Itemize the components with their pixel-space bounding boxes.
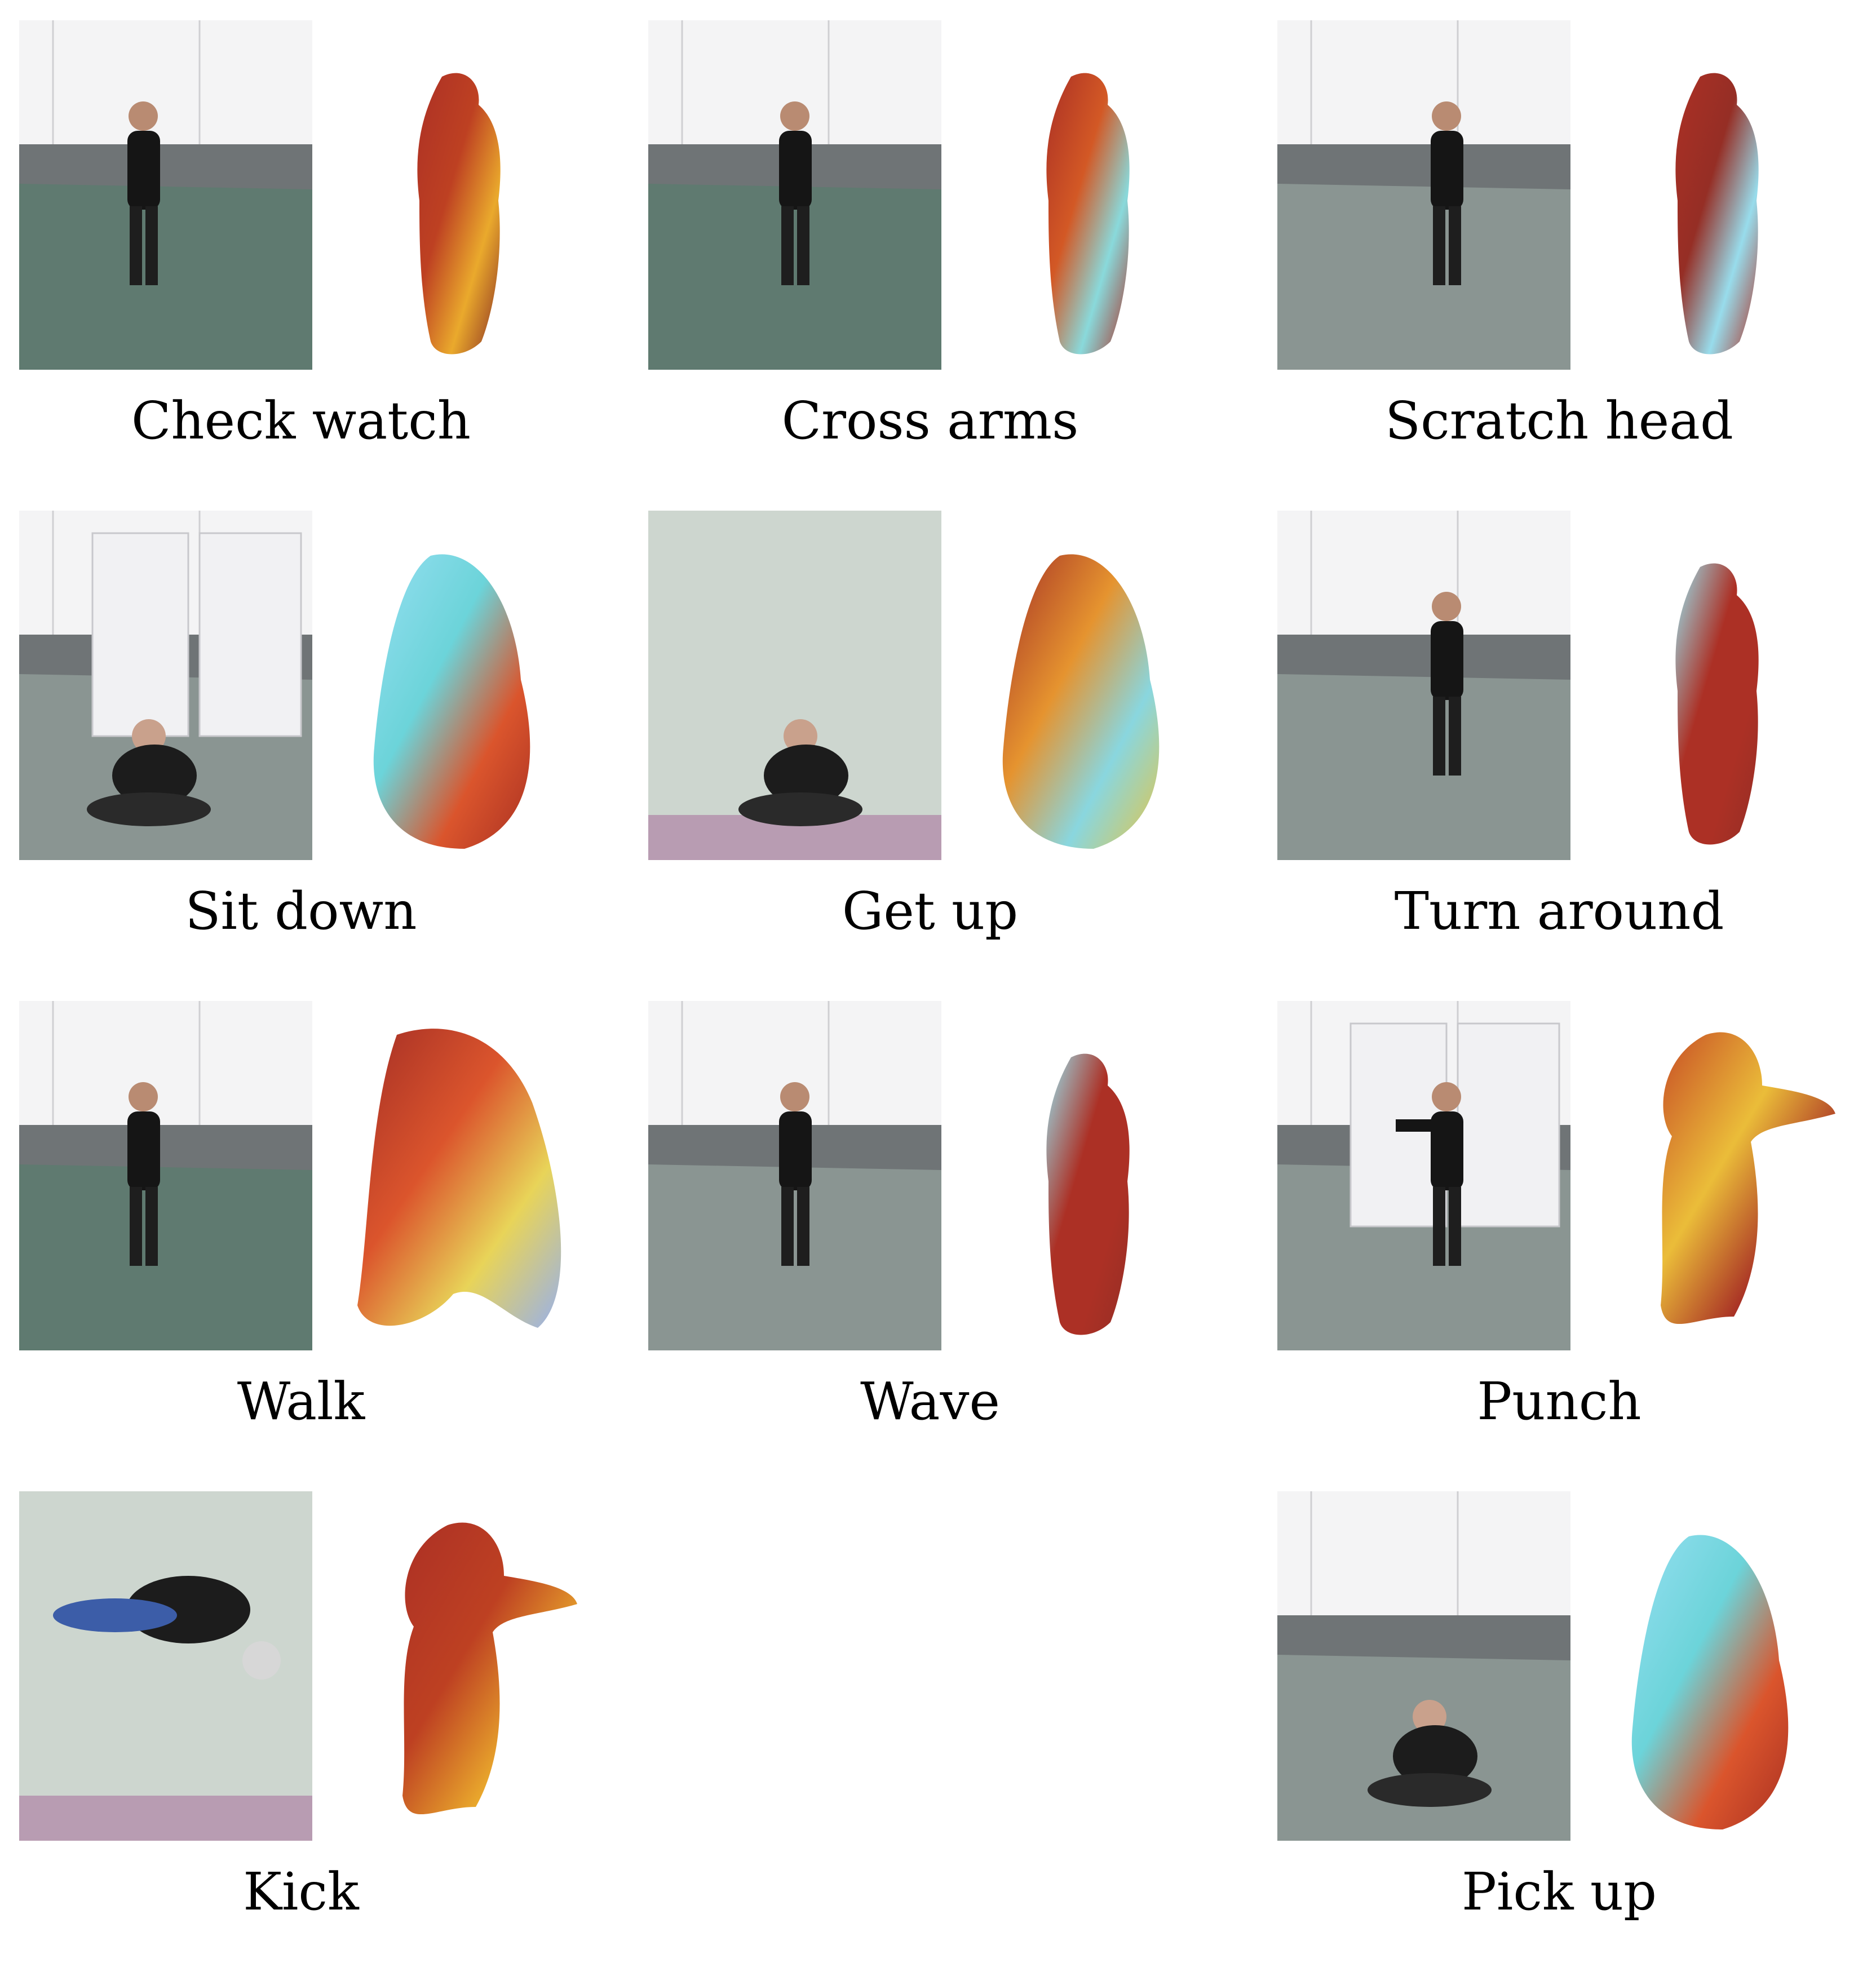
action-caption: Get up xyxy=(842,881,1019,941)
voxel-heatmap xyxy=(1593,511,1841,860)
action-photo xyxy=(19,1001,312,1350)
action-panel: Scratch head xyxy=(1277,20,1841,505)
action-caption: Check watch xyxy=(131,391,471,451)
action-photo xyxy=(648,1001,941,1350)
action-caption: Sit down xyxy=(185,881,417,941)
action-panel: Wave xyxy=(648,1001,1212,1486)
voxel-heatmap xyxy=(1593,20,1841,370)
action-panel: Walk xyxy=(19,1001,583,1486)
action-photo xyxy=(1277,1491,1570,1841)
action-panel: Punch xyxy=(1277,1001,1841,1486)
action-panel: Cross arms xyxy=(648,20,1212,505)
voxel-heatmap xyxy=(335,1001,583,1350)
voxel-heatmap xyxy=(964,20,1212,370)
voxel-heatmap xyxy=(335,20,583,370)
action-panel: Turn around xyxy=(1277,511,1841,995)
action-photo xyxy=(19,511,312,860)
action-caption: Walk xyxy=(237,1371,365,1432)
action-caption: Turn around xyxy=(1394,881,1724,941)
voxel-heatmap xyxy=(1593,1491,1841,1841)
action-caption: Kick xyxy=(243,1862,359,1922)
action-caption: Cross arms xyxy=(781,391,1079,451)
action-photo xyxy=(1277,20,1570,370)
action-panel: Get up xyxy=(648,511,1212,995)
action-caption: Punch xyxy=(1477,1371,1642,1432)
action-photo xyxy=(1277,1001,1570,1350)
action-photo xyxy=(1277,511,1570,860)
action-panel: Kick xyxy=(19,1491,583,1976)
action-panel: Sit down xyxy=(19,511,583,995)
action-photo xyxy=(648,511,941,860)
voxel-heatmap xyxy=(335,1491,583,1841)
voxel-heatmap xyxy=(964,1001,1212,1350)
action-panel: Pick up xyxy=(1277,1491,1841,1976)
action-caption: Wave xyxy=(860,1371,1000,1432)
action-photo xyxy=(648,20,941,370)
voxel-heatmap xyxy=(964,511,1212,860)
action-panel: Check watch xyxy=(19,20,583,505)
action-photo xyxy=(19,1491,312,1841)
voxel-heatmap xyxy=(1593,1001,1841,1350)
voxel-heatmap xyxy=(335,511,583,860)
action-caption: Scratch head xyxy=(1385,391,1733,451)
action-photo xyxy=(19,20,312,370)
action-caption: Pick up xyxy=(1462,1862,1657,1922)
